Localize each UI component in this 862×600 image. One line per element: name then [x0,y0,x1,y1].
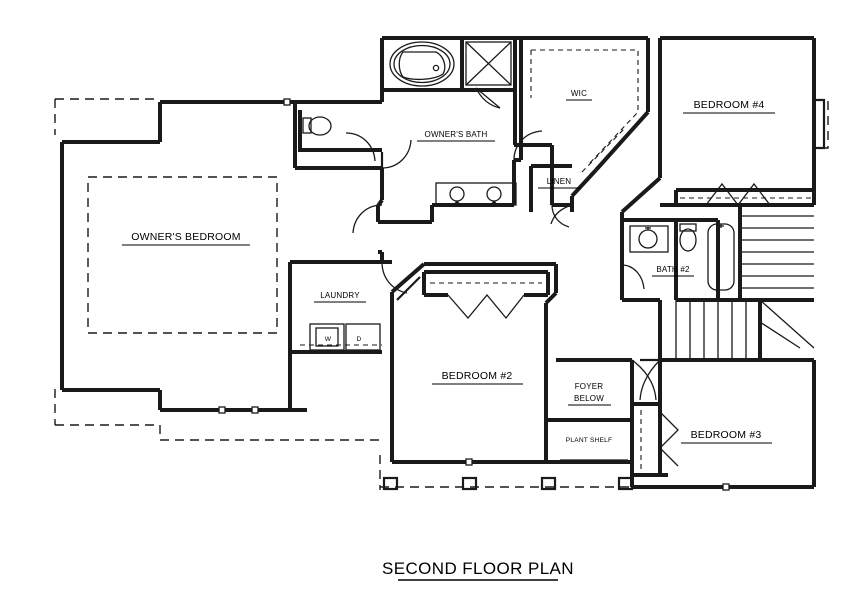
oval-soaking-tub-icon [389,41,455,87]
window-glazing [196,98,352,414]
label-linen: LINEN [547,177,572,186]
room-labels: OWNER'S BEDROOM OWNER'S BATH WIC LINEN B… [122,89,775,444]
label-owners-bath: OWNER'S BATH [425,130,488,139]
label-foyer-below-line1: FOYER [575,382,604,391]
label-bedroom-2: BEDROOM #2 [442,370,513,382]
label-washer: W [325,336,332,343]
linen-closet-walls [529,164,573,225]
label-bedroom-4: BEDROOM #4 [694,99,765,111]
bedroom2-walls [390,262,558,466]
label-bath-2: BATH #2 [656,265,690,274]
bedroom4-walls [620,36,826,220]
label-plant-shelf: PLANT SHELF [566,437,612,444]
foyer-below-walls [546,358,657,464]
double-sink-vanity-icon [435,182,517,206]
laundry-walls [288,250,408,410]
label-bedroom-3: BEDROOM #3 [691,429,762,441]
tray-ceiling-outline [87,176,278,334]
label-foyer-below-line2: BELOW [574,394,604,403]
label-dryer: D [357,336,362,343]
label-wic: WIC [571,89,587,98]
label-laundry: LAUNDRY [320,291,360,300]
label-owners-bedroom: OWNER'S BEDROOM [131,231,240,243]
wic-walls [519,38,650,212]
shower-stall-icon [465,41,512,109]
plan-title-text: SECOND FLOOR PLAN [382,559,574,578]
water-closet-toilet-icon [302,116,332,136]
stairs-icon [658,205,815,362]
bedroom3-walls [630,358,816,491]
plan-title: SECOND FLOOR PLAN [382,559,574,581]
